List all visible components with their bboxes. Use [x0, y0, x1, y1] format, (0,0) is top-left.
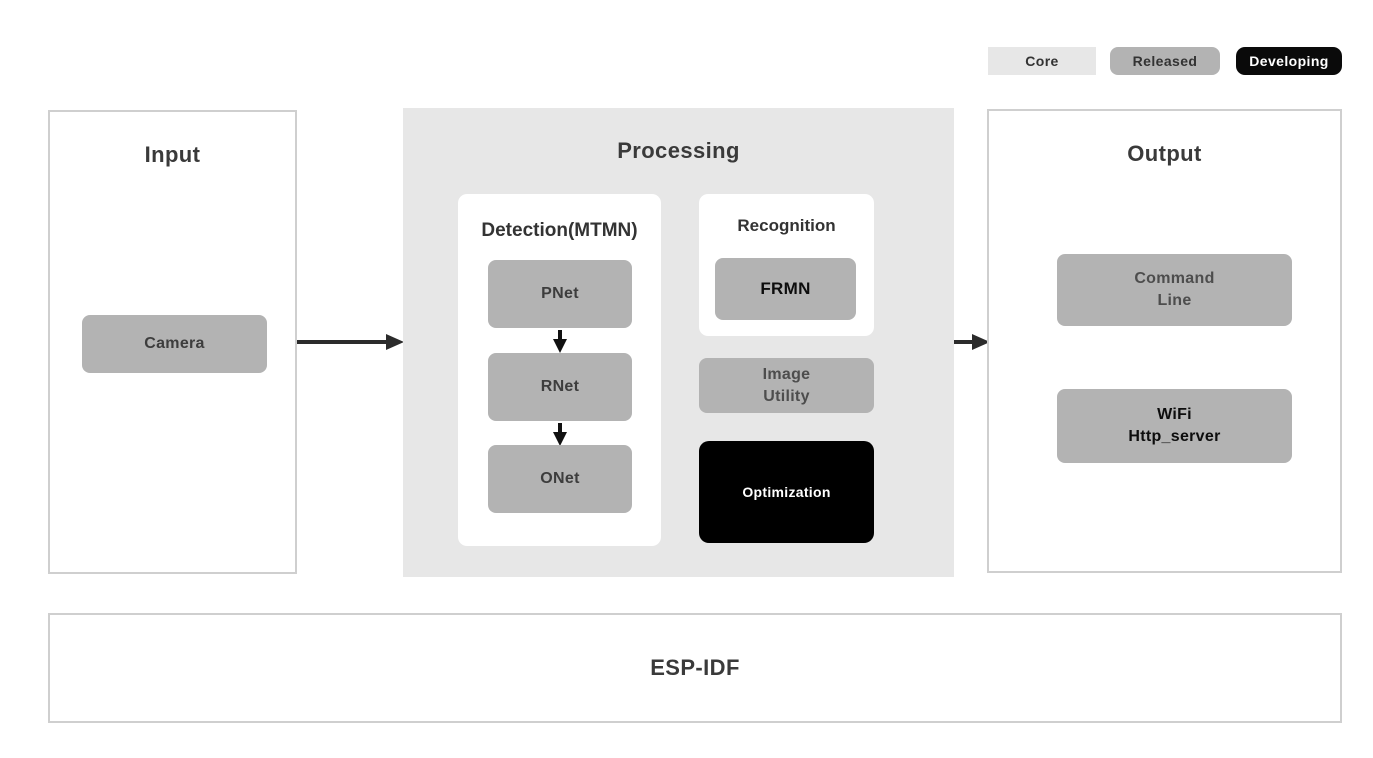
legend-label-developing: Developing: [1249, 53, 1329, 69]
legend-chip-developing: Developing: [1236, 47, 1342, 75]
output-panel-title: Output: [1127, 141, 1202, 166]
processing-panel: Processing Detection(MTMN) PNet RNet ONe…: [403, 108, 954, 577]
recognition-group: Recognition FRMN: [699, 194, 874, 336]
pnet-node-label: PNet: [541, 285, 579, 303]
output-panel: Output Command Line WiFi Http_server: [987, 109, 1342, 573]
camera-node-label: Camera: [144, 335, 205, 353]
legend-label-released: Released: [1132, 53, 1198, 69]
esp-idf-panel: ESP-IDF: [48, 613, 1342, 723]
arrow-head-icon: [386, 334, 404, 350]
onet-node: ONet: [488, 445, 632, 513]
arrow-shaft: [954, 340, 973, 344]
arrow-shaft: [558, 330, 562, 339]
arrow-shaft: [297, 340, 386, 344]
processing-panel-title: Processing: [617, 138, 740, 163]
recognition-group-title: Recognition: [737, 216, 836, 235]
command-line-label-line1: Command: [1134, 270, 1215, 288]
arrow-head-icon: [972, 334, 990, 350]
legend-chip-core: Core: [988, 47, 1096, 75]
optimization-node: Optimization: [699, 441, 874, 543]
frmn-node: FRMN: [715, 258, 856, 320]
arrow-shaft: [558, 423, 562, 432]
arrow-head-icon: [553, 339, 567, 353]
esp-idf-panel-title: ESP-IDF: [650, 655, 740, 680]
camera-node: Camera: [82, 315, 267, 373]
command-line-label-line2: Line: [1157, 292, 1192, 309]
detection-group-title: Detection(MTMN): [481, 220, 638, 241]
command-line-node: Command Line: [1057, 254, 1292, 326]
image-utility-label-line2: Utility: [763, 387, 810, 405]
detection-group: Detection(MTMN) PNet RNet ONet: [458, 194, 661, 546]
pnet-node: PNet: [488, 260, 632, 328]
image-utility-node: Image Utility: [699, 358, 874, 413]
arrow-head-icon: [553, 432, 567, 446]
legend-label-core: Core: [1025, 53, 1059, 69]
frmn-node-label: FRMN: [760, 278, 811, 298]
input-panel-title: Input: [144, 142, 201, 167]
arrow-rnet-to-onet: [553, 423, 567, 446]
wifi-label-line2: Http_server: [1128, 428, 1221, 445]
onet-node-label: ONet: [540, 470, 580, 488]
image-utility-label-line1: Image: [762, 365, 811, 383]
legend-chip-released: Released: [1110, 47, 1220, 75]
wifi-http-server-node: WiFi Http_server: [1057, 389, 1292, 463]
rnet-node-label: RNet: [540, 378, 580, 396]
wifi-label-line1: WiFi: [1157, 406, 1192, 424]
optimization-node-label: Optimization: [742, 483, 831, 500]
arrow-pnet-to-rnet: [553, 330, 567, 353]
rnet-node: RNet: [488, 353, 632, 421]
input-panel: Input Camera: [48, 110, 297, 574]
